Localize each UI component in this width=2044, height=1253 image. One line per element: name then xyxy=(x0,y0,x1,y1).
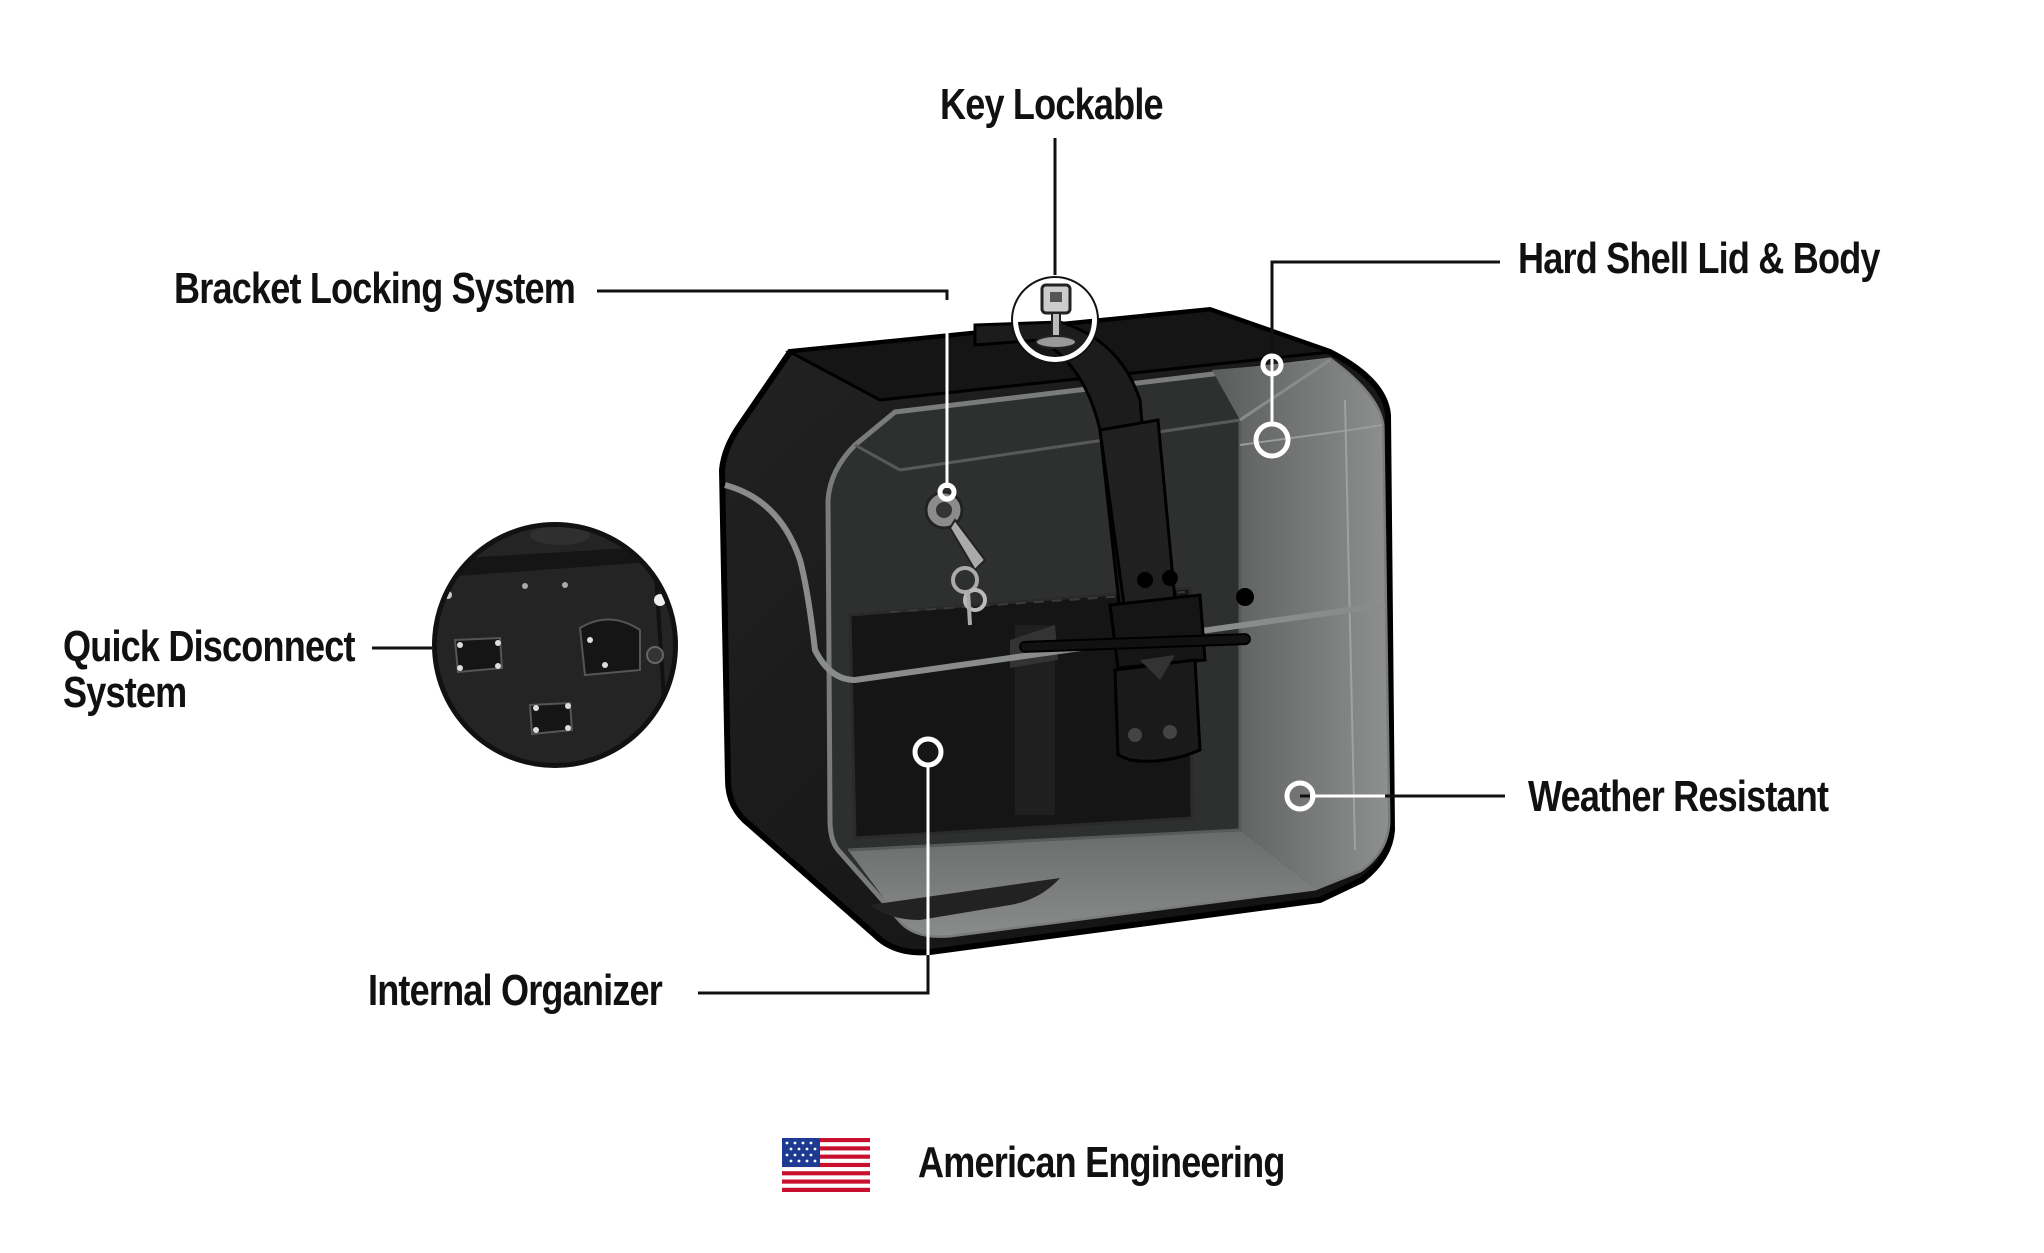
label-hard-shell-lid-body: Hard Shell Lid & Body xyxy=(1518,234,1880,283)
internal-organizer-pouch xyxy=(848,586,1194,840)
us-flag-icon xyxy=(782,1138,870,1192)
marker-bracket-locking xyxy=(937,482,957,502)
quick-disconnect-detail xyxy=(432,522,678,768)
label-internal-organizer: Internal Organizer xyxy=(368,966,663,1015)
label-weather-resistant: Weather Resistant xyxy=(1528,772,1829,821)
lid-rim xyxy=(724,482,1386,684)
label-quick-disconnect-line2: System xyxy=(63,668,187,717)
side-lock-with-key xyxy=(924,490,987,626)
label-quick-disconnect-system: Quick Disconnect System xyxy=(63,624,355,716)
key-icon xyxy=(1011,276,1099,364)
label-american-engineering: American Engineering xyxy=(918,1138,1285,1187)
marker-hard-shell-top xyxy=(1260,353,1284,377)
label-key-lockable: Key Lockable xyxy=(940,80,1164,129)
marker-hard-shell xyxy=(1253,421,1291,459)
strap-buckle xyxy=(973,320,1254,763)
label-bracket-locking-system: Bracket Locking System xyxy=(174,264,576,313)
label-quick-disconnect-line1: Quick Disconnect xyxy=(63,622,355,671)
marker-weather-resistant xyxy=(1284,780,1316,812)
marker-internal-organizer xyxy=(912,736,944,768)
marker-rings xyxy=(912,353,1316,812)
